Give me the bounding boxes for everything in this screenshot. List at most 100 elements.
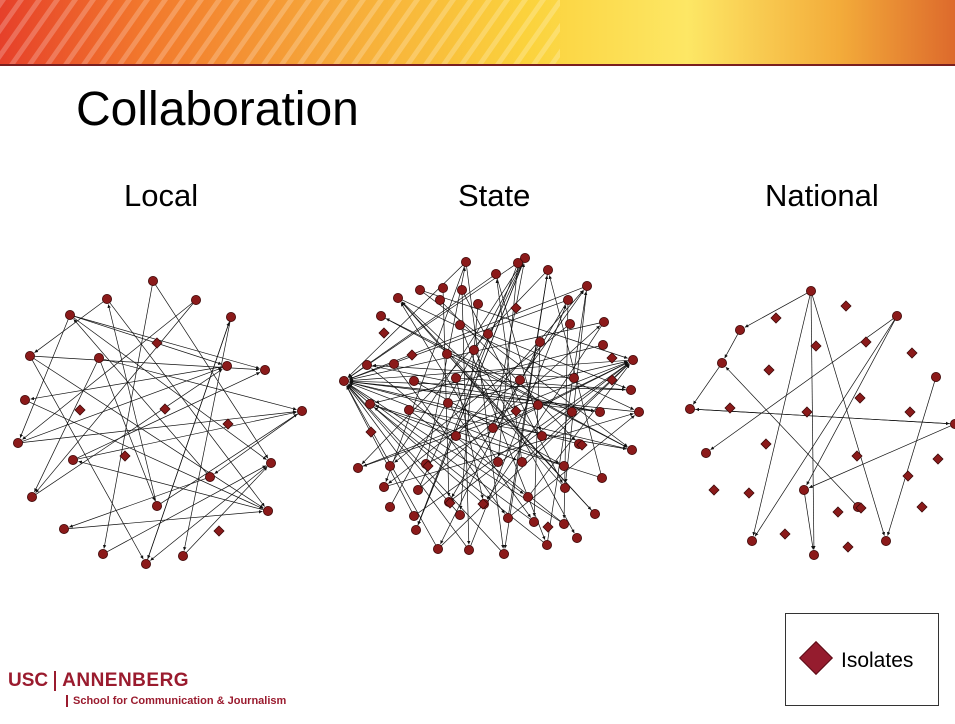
national-isolate: [916, 501, 928, 513]
state-node: [559, 460, 570, 471]
local-node: [259, 364, 270, 375]
panel-label-local: Local: [124, 178, 199, 213]
state-edge: [349, 380, 635, 412]
state-edge: [348, 260, 522, 379]
local-node: [140, 559, 151, 570]
state-node: [412, 484, 423, 495]
state-edge: [401, 301, 563, 485]
local-edge: [33, 358, 264, 509]
state-node: [414, 284, 425, 295]
national-edge: [692, 366, 720, 405]
network-local: [12, 275, 307, 570]
local-node: [102, 293, 113, 304]
national-edge: [752, 295, 811, 536]
state-edge: [423, 292, 628, 447]
state-edge: [349, 380, 596, 412]
isolate-diamond-icon: [799, 641, 833, 675]
state-edge: [363, 406, 534, 467]
state-node: [434, 294, 445, 305]
national-isolate: [860, 336, 872, 348]
local-node: [151, 500, 162, 511]
local-edge: [22, 410, 297, 443]
state-edge: [421, 325, 601, 488]
national-edge: [744, 292, 808, 328]
state-edge: [496, 362, 629, 427]
local-edge: [22, 367, 222, 442]
national-node: [806, 285, 817, 296]
state-node: [517, 456, 528, 467]
local-edge: [77, 372, 261, 459]
state-edge: [460, 377, 626, 392]
state-edge: [532, 346, 541, 517]
state-edge: [349, 382, 560, 465]
national-edge: [810, 295, 816, 550]
local-edge: [73, 319, 208, 474]
local-node: [147, 275, 158, 286]
state-edge: [486, 325, 602, 500]
national-edge: [804, 494, 815, 550]
state-edge: [413, 410, 627, 451]
national-node: [809, 550, 820, 561]
state-edge: [419, 262, 523, 486]
logo-divider: [54, 671, 57, 691]
local-node: [190, 294, 201, 305]
state-isolate: [542, 521, 554, 533]
state-edge: [466, 266, 505, 549]
local-edge: [106, 465, 267, 553]
panel-label-state: State: [458, 178, 531, 213]
state-node: [408, 510, 419, 521]
state-node: [599, 316, 610, 327]
state-edge: [374, 405, 517, 461]
state-node: [437, 282, 448, 293]
legend-box: Isolates: [785, 613, 939, 706]
national-isolate: [902, 470, 914, 482]
state-node: [559, 519, 570, 530]
state-isolate: [606, 374, 618, 386]
local-edge: [73, 317, 267, 460]
national-node: [701, 447, 712, 458]
state-node: [456, 284, 467, 295]
state-node: [361, 359, 372, 370]
state-edge: [451, 303, 566, 498]
state-edge: [385, 266, 465, 482]
state-node: [364, 398, 375, 409]
state-node: [537, 430, 548, 441]
state-node: [626, 384, 637, 395]
local-node: [26, 491, 37, 502]
state-node: [392, 292, 403, 303]
state-node: [432, 544, 443, 555]
national-isolate: [763, 364, 775, 376]
state-edge: [412, 412, 524, 494]
state-node: [565, 318, 576, 329]
local-edge: [77, 411, 297, 460]
national-isolate: [779, 528, 791, 540]
state-node: [338, 375, 349, 386]
state-node: [513, 257, 524, 268]
state-isolate: [378, 327, 390, 339]
state-node: [498, 549, 509, 560]
state-edge: [426, 267, 466, 460]
local-edge: [74, 316, 222, 365]
state-isolate: [510, 405, 522, 417]
local-node: [12, 437, 23, 448]
state-edge: [492, 335, 626, 389]
national-node: [735, 324, 746, 335]
state-edge: [392, 262, 523, 463]
state-node: [628, 354, 639, 365]
slide-title: Collaboration: [76, 83, 359, 136]
local-node: [59, 524, 70, 535]
state-edge: [417, 267, 517, 525]
state-isolate: [576, 439, 588, 451]
local-node: [262, 505, 273, 516]
state-node: [378, 481, 389, 492]
panel-label-national: National: [765, 178, 879, 213]
state-node: [375, 310, 386, 321]
state-node: [582, 280, 593, 291]
local-isolate: [151, 337, 163, 349]
national-isolate: [708, 484, 720, 496]
state-node: [542, 540, 553, 551]
national-node: [892, 310, 903, 321]
state-edge: [530, 364, 630, 494]
local-edge: [34, 355, 260, 372]
state-node: [627, 444, 638, 455]
